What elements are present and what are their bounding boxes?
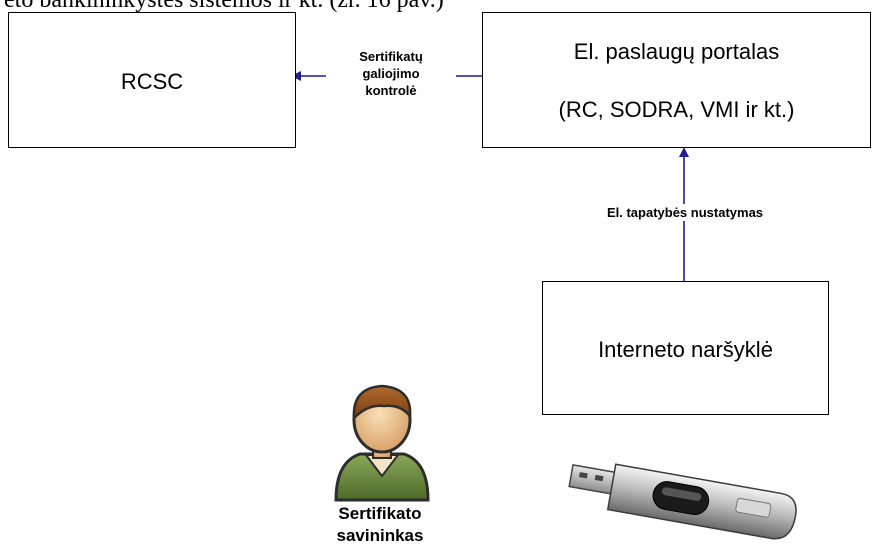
usb-token-icon (568, 463, 797, 540)
rcsc-label: RCSC (120, 69, 184, 94)
identity-label: El. tapatybės nustatymas (565, 204, 805, 221)
header-text-fragment: eto bankininkystės sistemos ir kt. (žr. … (4, 0, 444, 13)
browser-label: Interneto naršyklė (598, 337, 773, 362)
cert-validity-line3: kontrolė (365, 83, 417, 98)
user-icon (334, 384, 430, 502)
browser-box: Interneto naršyklė (542, 281, 829, 415)
owner-label-line2: savininkas (336, 526, 424, 545)
portal-subtitle: (RC, SODRA, VMI ir kt.) (558, 97, 795, 122)
portal-box: El. paslaugų portalas (RC, SODRA, VMI ir… (482, 12, 871, 148)
owner-label: Sertifikato savininkas (300, 503, 460, 547)
cert-validity-label: Sertifikatų galiojimo kontrolė (326, 48, 456, 99)
rcsc-box: RCSC (8, 12, 296, 148)
cert-validity-line2: galiojimo (362, 66, 420, 81)
owner-label-line1: Sertifikato (338, 504, 422, 523)
cert-validity-line1: Sertifikatų (359, 49, 423, 64)
portal-title: El. paslaugų portalas (573, 39, 780, 64)
